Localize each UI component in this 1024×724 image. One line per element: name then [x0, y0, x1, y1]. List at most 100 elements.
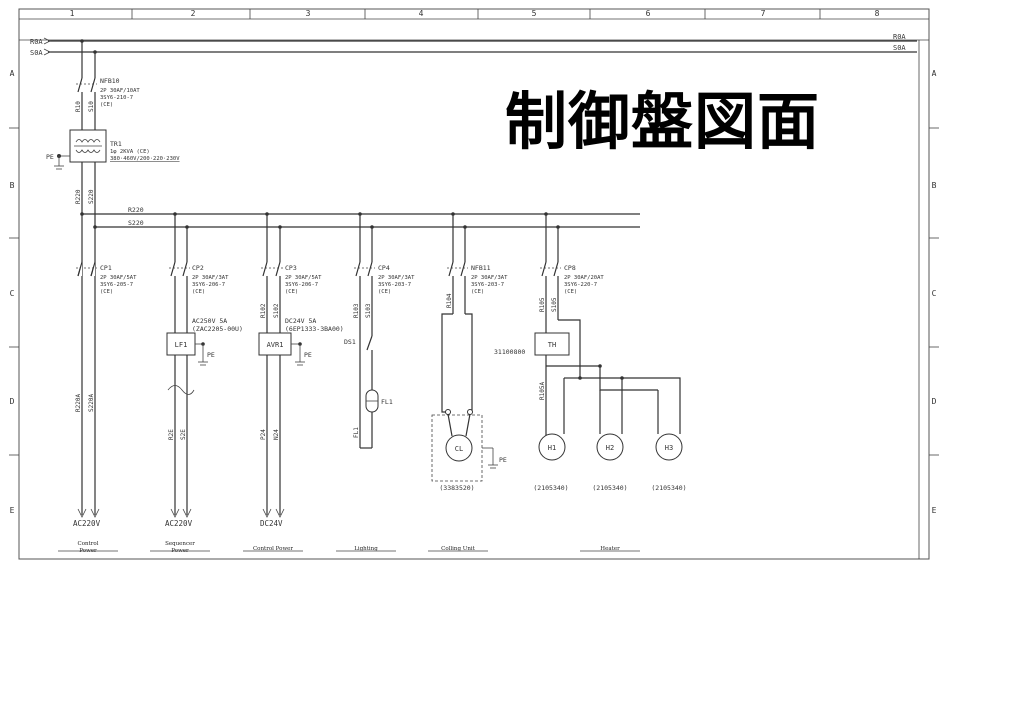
circuit-heater: CP8 2P 30AF/20AT 3SY6-220-7 (CE) R105 S1… [494, 214, 687, 552]
heater-icon [538, 433, 566, 461]
row-ticks [9, 127, 939, 456]
row-label: D [10, 397, 15, 406]
bus-label-r0a-end: R0A [893, 33, 906, 41]
pe-label: PE [46, 153, 54, 161]
heater-part: (2105340) [592, 484, 627, 492]
breaker-name: NFB10 [100, 77, 120, 85]
pe-label: PE [304, 351, 312, 359]
pe-label: PE [207, 351, 215, 359]
breaker-spec: (CE) [100, 289, 113, 295]
wire-label: S105 [551, 297, 558, 312]
circuit-control-power: CP1 2P 30AF/5AT 3SY6-205-7 (CE) R220A S2… [58, 261, 137, 554]
row-label: C [932, 289, 937, 298]
bus-label-r0a: R0A [30, 38, 43, 46]
footer-label: Lighting [354, 546, 378, 552]
wire-label: R220 [75, 189, 82, 204]
breaker-spec: 3SY6-205-7 [100, 282, 133, 288]
wire-label: R220A [75, 394, 82, 412]
device-spec: (6EP1333-3BA00) [285, 325, 344, 333]
breaker-name: CP1 [100, 264, 112, 272]
breaker-spec: 3SY6-206-7 [285, 282, 318, 288]
breaker-spec: 3SY6-210-7 [100, 95, 133, 101]
breaker-spec: 2P 30AF/3AT [192, 275, 229, 281]
thermostat-box [534, 332, 570, 356]
circuit-sequencer-power: CP2 2P 30AF/3AT 3SY6-206-7 (CE) AC250V 5… [150, 214, 243, 554]
coil-icon [75, 139, 101, 143]
output-label: DC24V [260, 519, 283, 528]
breaker-spec: (CE) [285, 289, 298, 295]
row-label: A [10, 69, 15, 78]
breaker-spec: 2P 30AF/10AT [100, 88, 140, 94]
breaker-spec: 3SY6-203-7 [378, 282, 411, 288]
wire-label: R10 [75, 101, 82, 112]
transformer-name: TR1 [110, 140, 122, 148]
wire-label: S2E [180, 429, 187, 440]
breaker-spec: (CE) [192, 289, 205, 295]
column-label: 4 [419, 9, 424, 18]
twisted-pair-icon [167, 385, 195, 395]
coil-icon [75, 149, 101, 153]
part-number: (3383520) [439, 484, 474, 492]
arrow-icon [43, 37, 51, 45]
column-label: 6 [646, 9, 651, 18]
breaker-spec: (CE) [471, 289, 484, 295]
row-label: D [932, 397, 937, 406]
breaker-spec: 3SY6-220-7 [564, 282, 597, 288]
column-label: 1 [70, 9, 75, 18]
heater-part: (2105340) [533, 484, 568, 492]
circuit-lighting: CP4 2P 30AF/3AT 3SY6-203-7 (CE) R103 S10… [336, 214, 415, 552]
transformer-section: NFB10 2P 30AF/10AT 3SY6-210-7 (CE) R10 S… [46, 41, 180, 515]
arrow-down-icon [275, 508, 285, 518]
row-label: B [932, 181, 937, 190]
heater-label: H2 [606, 444, 614, 452]
motor-icon [445, 434, 473, 462]
column-label: 2 [191, 9, 196, 18]
wire-label: R103 [353, 303, 360, 318]
circuit-dc24v: CP3 2P 30AF/5AT 3SY6-206-7 (CE) R102 S10… [243, 214, 344, 552]
breaker-spec: 2P 30AF/5AT [100, 275, 137, 281]
wire-label: P24 [260, 429, 267, 440]
bus-label-s220: S220 [128, 219, 144, 227]
footer-label: Sequencer [165, 541, 195, 547]
wire-label: N24 [273, 429, 280, 440]
wire-label: S102 [273, 303, 280, 318]
motor-label: CL [455, 445, 463, 453]
row-label: B [10, 181, 15, 190]
column-label: 7 [761, 9, 766, 18]
breaker-spec: 3SY6-206-7 [192, 282, 225, 288]
row-label: C [10, 289, 15, 298]
terminal-icon [467, 409, 473, 415]
lamp-label: FL1 [381, 398, 393, 406]
terminal-icon [445, 409, 451, 415]
breaker-name: NFB11 [471, 264, 491, 272]
device-name: LF1 [175, 341, 188, 349]
wire-label: R105A [539, 382, 546, 400]
arrow-down-icon [262, 508, 272, 518]
output-label: AC220V [73, 519, 101, 528]
bus-label-r220: R220 [128, 206, 144, 214]
column-ticks [131, 9, 821, 19]
heater-icon [655, 433, 683, 461]
arrow-down-icon [90, 508, 100, 518]
device-name: AVR1 [267, 341, 284, 349]
breaker-spec: 2P 30AF/20AT [564, 275, 604, 281]
breaker-spec: 2P 30AF/3AT [378, 275, 415, 281]
breaker-spec: (CE) [564, 289, 577, 295]
arrow-icon [43, 48, 51, 56]
supply-bus: R0A S0A R0A S0A [30, 33, 917, 57]
pe-label: PE [499, 456, 507, 464]
wire-label: S220A [88, 394, 95, 412]
heater-label: H3 [665, 444, 673, 452]
column-label: 5 [532, 9, 537, 18]
breaker-contact [90, 77, 96, 93]
transformer-spec: 380·460V/200·220·230V [110, 156, 180, 162]
thermostat-label: TH [548, 341, 556, 349]
row-label: E [932, 506, 937, 515]
footer-label: Heater [600, 546, 620, 552]
heater-label: H1 [548, 444, 556, 452]
row-labels: A B C D E A B C D E [10, 69, 937, 515]
breaker-contact [77, 77, 83, 93]
device-spec: DC24V 5A [285, 317, 316, 325]
footer-label: Colling Unit [441, 546, 476, 552]
row-label: E [10, 506, 15, 515]
